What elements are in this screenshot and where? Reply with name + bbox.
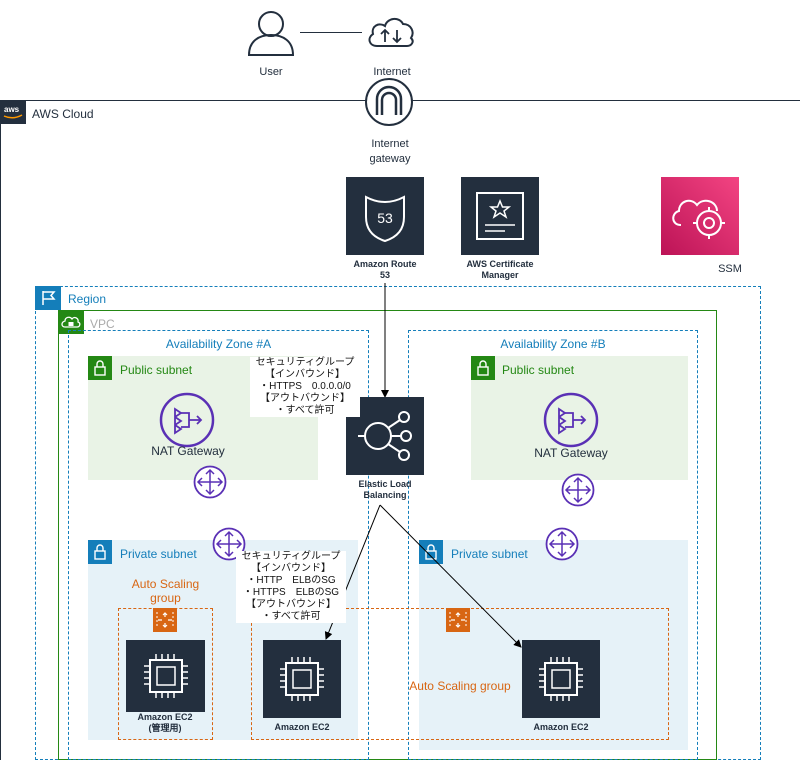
ec2-a-label: Amazon EC2 <box>274 722 330 732</box>
aws-logo-icon: aws <box>0 100 26 124</box>
svg-text:53: 53 <box>377 210 393 226</box>
public-subnet-a-label: Public subnet <box>120 363 193 377</box>
route53-label: Amazon Route 53 <box>353 259 417 280</box>
region-label: Region <box>68 292 107 306</box>
ec2-a-tile <box>263 640 341 718</box>
ec2-mgmt-tile <box>126 640 205 712</box>
certificate-icon <box>476 192 524 240</box>
auto-scaling-b-icon <box>446 608 470 632</box>
nat-gateway-b-icon <box>543 392 599 448</box>
elb-to-ec2-b-arrow <box>379 504 522 648</box>
az-b-label: Availability Zone #B <box>500 337 606 351</box>
vpc-label: VPC <box>90 317 115 331</box>
ec2-b-label: Amazon EC2 <box>533 722 589 732</box>
acm-tile <box>461 177 539 255</box>
user-icon <box>247 11 295 56</box>
load-balancer-icon <box>358 411 412 461</box>
private-subnet-a-label: Private subnet <box>120 547 197 561</box>
ssm-tile <box>661 177 739 255</box>
internet-cloud-icon <box>368 18 414 47</box>
route53-tile: 53 <box>346 177 424 255</box>
region-flag-icon <box>35 286 61 310</box>
internet-label: Internet <box>373 66 411 78</box>
internet-gateway-icon <box>365 78 413 126</box>
private-subnet-b-label: Private subnet <box>451 547 528 561</box>
ssm-label: SSM <box>718 263 742 275</box>
router-icon-public-a <box>193 465 227 499</box>
ec2-chip-icon <box>539 657 583 701</box>
route53-shield-icon: 53 <box>365 195 405 243</box>
ec2-mgmt-label: Amazon EC2 (管理用) <box>137 712 193 733</box>
nat-gateway-b-label: NAT Gateway <box>534 446 608 460</box>
public-subnet-b <box>471 356 688 480</box>
private-subnet-a-lock-icon <box>88 540 112 564</box>
nat-gateway-a-icon <box>159 392 215 448</box>
svg-text:aws: aws <box>4 105 20 114</box>
user-label: User <box>259 66 283 78</box>
asg-b-label: Auto Scaling group <box>409 679 511 693</box>
private-subnet-b-lock-icon <box>419 540 443 564</box>
az-a-label: Availability Zone #A <box>165 337 272 351</box>
user-internet-line <box>300 32 362 33</box>
public-subnet-a-lock-icon <box>88 356 112 380</box>
router-icon-private-b <box>545 527 579 561</box>
public-subnet-b-lock-icon <box>471 356 495 380</box>
router-icon-public-b <box>561 473 595 507</box>
internet-gateway-label: Internet gateway <box>369 138 411 165</box>
ec2-chip-icon <box>280 657 324 701</box>
aws-cloud-label: AWS Cloud <box>32 107 94 121</box>
ec2-security-group-note: セキュリティグループ 【インバウンド】 ・HTTP ELBのSG ・HTTPS … <box>236 551 346 623</box>
acm-label: AWS Certificate Manager <box>466 259 534 280</box>
systems-manager-icon <box>672 199 725 239</box>
asg-a-label: Auto Scaling group <box>118 577 213 605</box>
elb-security-group-note: セキュリティグループ 【インバウンド】 ・HTTPS 0.0.0.0/0 【アウ… <box>250 357 360 417</box>
auto-scaling-a-icon <box>153 608 177 632</box>
ec2-chip-icon <box>144 654 188 698</box>
nat-gateway-a-label: NAT Gateway <box>151 444 225 458</box>
ec2-b-tile <box>522 640 600 718</box>
aws-cloud-left-border <box>0 100 1 760</box>
elb-label: Elastic Load Balancing <box>358 479 412 500</box>
public-subnet-b-label: Public subnet <box>502 363 575 377</box>
